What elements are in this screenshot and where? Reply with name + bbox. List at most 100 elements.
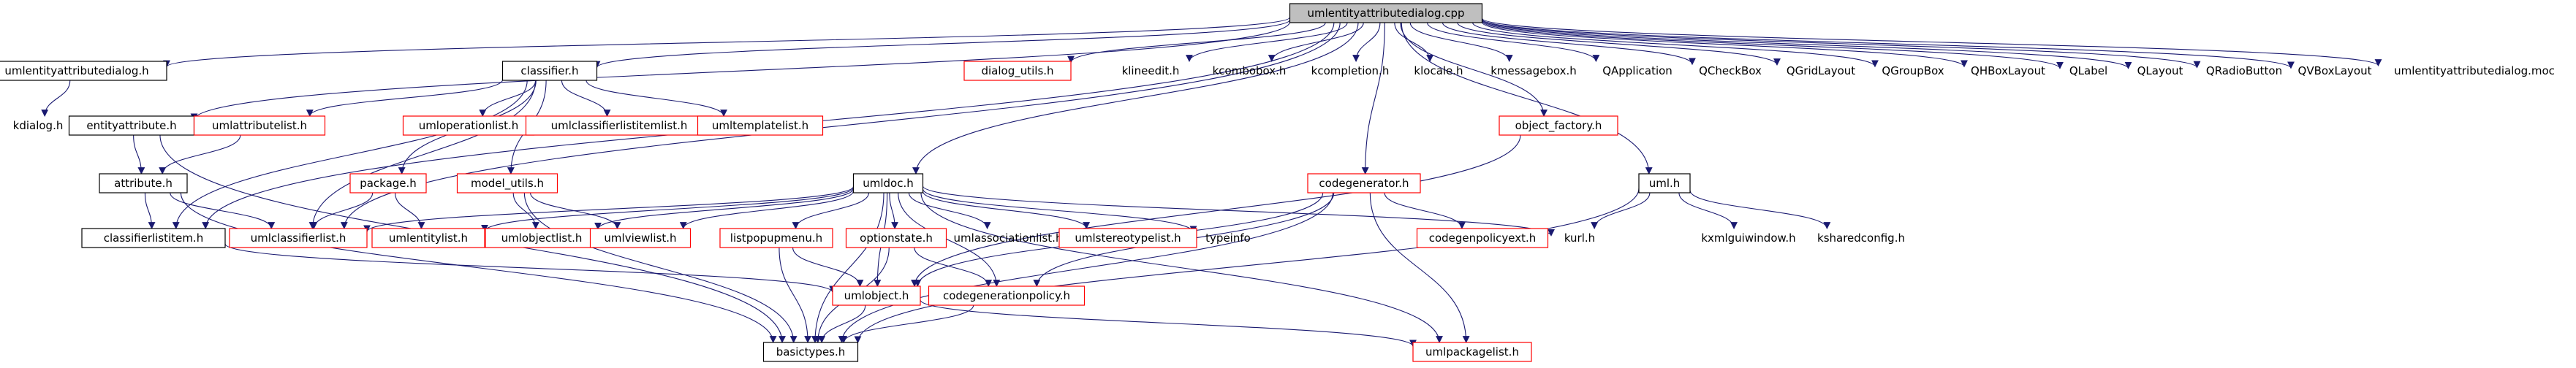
edge-package-to-umlentitylist bbox=[394, 192, 425, 229]
edge-uml-h-to-kxmlguiwindow bbox=[1678, 192, 1738, 229]
node-dialog-utils[interactable]: dialog_utils.h bbox=[963, 61, 1072, 81]
node-label: umlclassifierlistitemlist.h bbox=[551, 119, 688, 132]
node-dialog-h[interactable]: umlentityattributedialog.h bbox=[0, 61, 167, 81]
node-box bbox=[371, 228, 485, 248]
node-optionstate[interactable]: optionstate.h bbox=[845, 228, 947, 248]
node-label: kurl.h bbox=[1564, 231, 1595, 245]
node-box bbox=[1412, 342, 1532, 362]
edge-umldoc-to-codegenerationpolicy bbox=[898, 192, 1001, 287]
node-klineedit: klineedit.h bbox=[1122, 64, 1180, 77]
node-umlclassifierlistitemlist[interactable]: umlclassifierlistitemlist.h bbox=[525, 115, 713, 136]
node-label: umloperationlist.h bbox=[419, 119, 519, 132]
node-ksharedconfig: ksharedconfig.h bbox=[1817, 231, 1905, 245]
node-label: codegenerator.h bbox=[1319, 177, 1409, 190]
edge-umldoc-to-umlobjectlist bbox=[594, 188, 855, 230]
node-box bbox=[1416, 228, 1549, 248]
node-label: QGroupBox bbox=[1882, 64, 1944, 77]
node-attribute[interactable]: attribute.h bbox=[99, 173, 188, 193]
node-classifierlistitem[interactable]: classifierlistitem.h bbox=[81, 228, 226, 248]
node-label: listpopupmenu.h bbox=[730, 231, 822, 245]
node-umlpackagelist[interactable]: umlpackagelist.h bbox=[1412, 342, 1532, 362]
node-basictypes[interactable]: basictypes.h bbox=[762, 342, 859, 362]
node-label: uml.h bbox=[1649, 177, 1681, 190]
edge-umlobject-to-umlpackagelist bbox=[920, 299, 1417, 348]
edge-classifierlistitem-to-umlobject bbox=[224, 243, 836, 294]
node-label: classifier.h bbox=[520, 64, 578, 77]
node-model-utils[interactable]: model_utils.h bbox=[456, 173, 558, 193]
node-box bbox=[402, 115, 535, 136]
node-label: umlentityattributedialog.h bbox=[4, 64, 148, 77]
node-package[interactable]: package.h bbox=[349, 173, 427, 193]
node-codegenerationpolicy[interactable]: codegenerationpolicy.h bbox=[928, 285, 1086, 306]
node-umltemplatelist[interactable]: umltemplatelist.h bbox=[697, 115, 824, 136]
node-umlobjectlist[interactable]: umlobjectlist.h bbox=[485, 228, 599, 248]
node-qhboxlayout: QHBoxLayout bbox=[1971, 64, 2045, 77]
node-codegenpolicyext[interactable]: codegenpolicyext.h bbox=[1416, 228, 1549, 248]
node-label: umldoc.h bbox=[863, 177, 914, 190]
edge-codegenerationpolicy-to-basictypes bbox=[840, 304, 974, 343]
node-label: QGridLayout bbox=[1787, 64, 1855, 77]
node-listpopupmenu[interactable]: listpopupmenu.h bbox=[719, 228, 833, 248]
node-label: QVBoxLayout bbox=[2298, 64, 2372, 77]
edge-classifier-to-umloperationlist bbox=[479, 80, 537, 117]
node-umlobject[interactable]: umlobject.h bbox=[832, 285, 921, 306]
edge-root-to-kmessagebox bbox=[1409, 22, 1513, 62]
edge-root-to-classifier bbox=[593, 19, 1291, 69]
node-qradiobutton: QRadioButton bbox=[2206, 64, 2282, 77]
node-label: QCheckBox bbox=[1699, 64, 1762, 77]
node-box bbox=[1638, 173, 1691, 193]
node-umloperationlist[interactable]: umloperationlist.h bbox=[402, 115, 535, 136]
node-label: object_factory.h bbox=[1515, 119, 1602, 133]
edge-optionstate-to-codegenerationpolicy bbox=[914, 247, 993, 287]
node-object-factory[interactable]: object_factory.h bbox=[1499, 115, 1618, 136]
node-label: QHBoxLayout bbox=[1971, 64, 2045, 77]
node-umlattributelist[interactable]: umlattributelist.h bbox=[193, 115, 326, 136]
node-qcheckbox: QCheckBox bbox=[1699, 64, 1762, 77]
edge-umlattributelist-to-attribute bbox=[159, 134, 241, 175]
edge-root-to-kcombobox bbox=[1268, 22, 1364, 62]
edge-umldoc-to-typeinfo bbox=[922, 188, 1197, 234]
edge-root-to-dialog-utils bbox=[1067, 22, 1326, 64]
edge-umldoc-to-umlviewlist bbox=[679, 191, 855, 229]
node-kmessagebox: kmessagebox.h bbox=[1490, 64, 1577, 77]
node-entityattribute[interactable]: entityattribute.h bbox=[68, 115, 195, 136]
node-label: kxmlguiwindow.h bbox=[1701, 231, 1795, 245]
node-label: package.h bbox=[360, 177, 417, 190]
node-label: umlassociationlist.h bbox=[954, 231, 1063, 245]
node-label: umlviewlist.h bbox=[604, 231, 676, 245]
edge-classifier-to-classifierlistitem bbox=[172, 80, 528, 229]
node-umlentitylist[interactable]: umlentitylist.h bbox=[371, 228, 485, 248]
node-label: codegenerationpolicy.h bbox=[943, 289, 1070, 302]
edge-package-to-umlclassifierlist bbox=[310, 192, 374, 229]
edge-uml-h-to-basictypes bbox=[854, 188, 1640, 344]
edge-root-to-qradiobutton bbox=[1481, 19, 2201, 69]
node-label: umlentityattributedialog.moc bbox=[2394, 64, 2555, 77]
node-box bbox=[81, 228, 226, 248]
node-classifier[interactable]: classifier.h bbox=[501, 61, 598, 81]
node-label: umlstereotypelist.h bbox=[1075, 231, 1181, 245]
node-uml-h[interactable]: uml.h bbox=[1638, 173, 1691, 193]
edge-root-to-codegenerator bbox=[1361, 22, 1385, 175]
node-klocale: klocale.h bbox=[1414, 64, 1463, 77]
node-umlassociationlist: umlassociationlist.h bbox=[954, 231, 1063, 245]
edge-entityattribute-to-attribute bbox=[133, 134, 145, 175]
node-box bbox=[525, 115, 713, 136]
edge-root-to-umldoc bbox=[912, 22, 1359, 175]
edge-classifier-to-umlclassifierlist bbox=[308, 80, 537, 229]
node-qvboxlayout: QVBoxLayout bbox=[2298, 64, 2372, 77]
node-umlviewlist[interactable]: umlviewlist.h bbox=[589, 228, 692, 248]
node-umlstereotypelist[interactable]: umlstereotypelist.h bbox=[1058, 228, 1197, 248]
node-box bbox=[485, 228, 599, 248]
node-codegenerator[interactable]: codegenerator.h bbox=[1307, 173, 1421, 193]
edges-layer bbox=[41, 17, 2382, 348]
node-qgridlayout: QGridLayout bbox=[1787, 64, 1855, 77]
edge-root-to-qgroupbox bbox=[1472, 22, 1879, 68]
edge-attribute-to-classifierlistitem bbox=[144, 192, 156, 229]
node-umlclassifierlist[interactable]: umlclassifierlist.h bbox=[229, 228, 368, 248]
edge-root-to-kcompletion bbox=[1352, 22, 1381, 62]
edge-umldoc-to-umlentitylist bbox=[481, 187, 855, 232]
node-box bbox=[589, 228, 692, 248]
edge-model-utils-to-basictypes bbox=[523, 192, 798, 343]
node-label: umlattributelist.h bbox=[212, 119, 307, 132]
node-umldoc[interactable]: umldoc.h bbox=[852, 173, 924, 193]
